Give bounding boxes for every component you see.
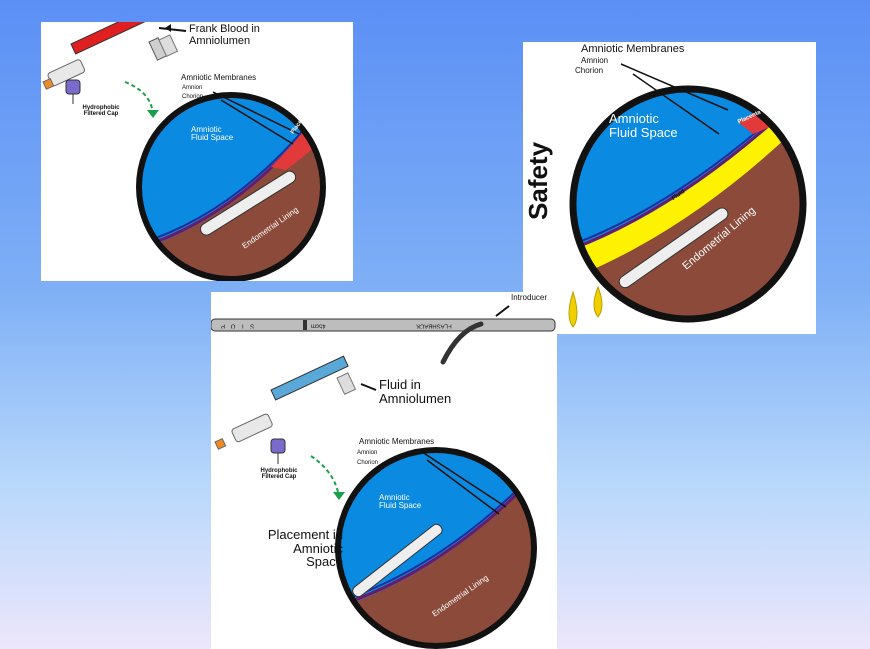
safety-cross-section (573, 89, 803, 319)
depth-label: 45cm (311, 322, 326, 329)
green-insert-arrow (124, 81, 154, 115)
fluid-space-label: Amniotic Fluid Space (191, 125, 234, 143)
introducer-bar (211, 318, 556, 332)
amnion-label: Amnion (357, 450, 378, 456)
placement-illustration (211, 305, 556, 649)
uterine-cross-section (139, 95, 323, 279)
membranes-label: Amniotic Membranes (359, 437, 435, 446)
panel-safety: Amniotic Membranes Amnion Chorion Amniot… (523, 42, 816, 334)
syringe-label-arrow (158, 27, 187, 32)
cross-section-outline (136, 92, 326, 281)
amnion-label: Amnion (182, 85, 203, 91)
chorion-label: Chorion (182, 94, 204, 100)
placement-outline (335, 447, 537, 649)
fluid-droplet-icon (568, 285, 603, 328)
safety-outline (569, 85, 807, 323)
syringe-label: Fluid in Amniolumen (379, 377, 452, 406)
syringe-label: Frank Blood in Amniolumen (189, 23, 260, 47)
cap-label: Hydrophobic Filtered Cap (260, 468, 298, 481)
membranes-label: Amniotic Membranes (581, 43, 685, 55)
frank-blood-illustration (42, 22, 326, 281)
membranes-label: Amniotic Membranes (181, 73, 257, 82)
fluid-space-label: Amniotic Fluid Space (379, 493, 422, 511)
cap-label: Hydrophobic Filtered Cap (82, 105, 120, 118)
fluid-syringe-icon (214, 355, 357, 450)
filter-cap-icon (270, 438, 286, 454)
stop-label: S T O P (219, 322, 255, 329)
introducer-label: Introducer (511, 293, 548, 302)
flashback-label: FLASHBACK (416, 322, 452, 329)
panel-frank-blood: Frank Blood in Amniolumen Hydrophobic Fi… (41, 22, 353, 281)
amnion-label: Amnion (581, 56, 609, 65)
chorion-label: Chorion (575, 66, 604, 75)
blood-syringe-icon (42, 22, 179, 90)
green-insert-arrow (310, 455, 340, 498)
safety-label: Safety (523, 141, 553, 220)
fluid-space-label: Amniotic Fluid Space (609, 111, 678, 140)
introducer-tube (440, 321, 484, 365)
placement-cross-section (338, 450, 534, 646)
safety-illustration (568, 63, 807, 328)
panel-placement: S T O P 45cm FLASHBACK Introducer Fluid … (211, 292, 557, 649)
placement-label: Placement in Amniotic Space (267, 527, 343, 570)
chorion-label: Chorion (357, 460, 379, 466)
filter-cap-icon (65, 79, 81, 95)
